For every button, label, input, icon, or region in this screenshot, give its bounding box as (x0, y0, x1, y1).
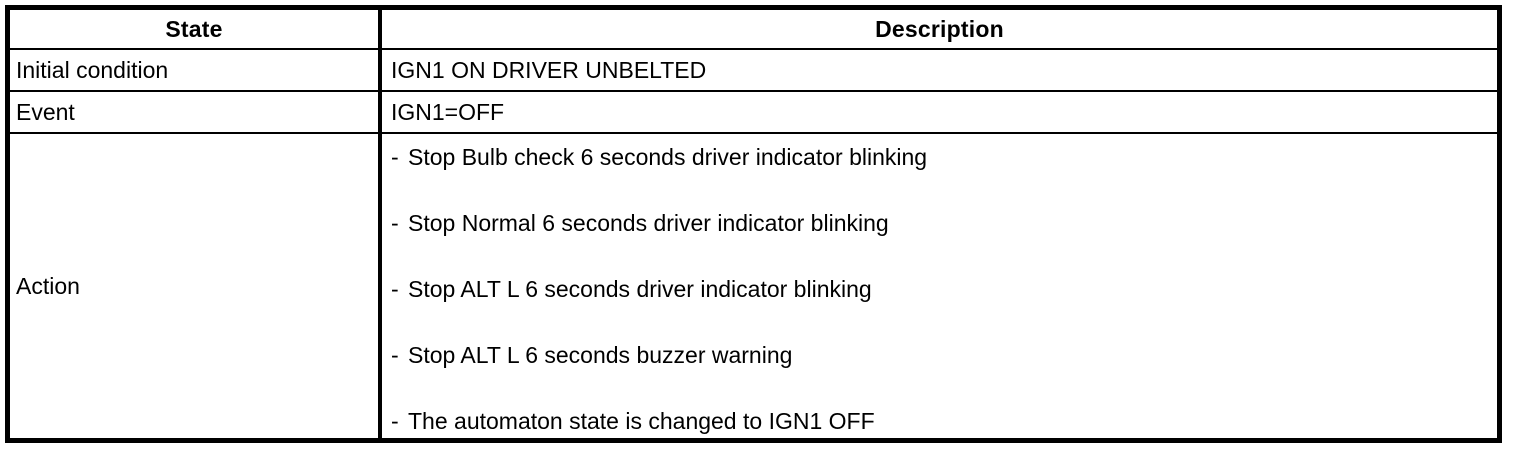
description-value: IGN1 ON DRIVER UNBELTED (391, 56, 707, 83)
list-item: - Stop Bulb check 6 seconds driver indic… (391, 146, 1497, 212)
bullet-dash-icon: - (391, 276, 399, 302)
list-item: - Stop ALT L 6 seconds driver indicator … (391, 278, 1497, 344)
list-item: - Stop Normal 6 seconds driver indicator… (391, 212, 1497, 278)
action-item-text: Stop Normal 6 seconds driver indicator b… (408, 210, 889, 236)
page-root: State Description Initial condition IGN1… (5, 5, 1502, 443)
header-cell-description: Description (382, 10, 1497, 48)
action-item-text: Stop ALT L 6 seconds buzzer warning (408, 342, 793, 368)
cell-description-action: - Stop Bulb check 6 seconds driver indic… (382, 134, 1497, 439)
cell-description-event: IGN1=OFF (382, 92, 1497, 132)
table-row: Initial condition IGN1 ON DRIVER UNBELTE… (10, 50, 1497, 92)
list-item: - The automaton state is changed to IGN1… (391, 410, 1497, 476)
state-label: Initial condition (16, 56, 169, 83)
bullet-dash-icon: - (391, 408, 399, 434)
description-value: IGN1=OFF (391, 98, 505, 125)
bullet-dash-icon: - (391, 342, 399, 368)
action-item-text: The automaton state is changed to IGN1 O… (408, 408, 875, 434)
bullet-dash-icon: - (391, 144, 399, 170)
list-item: - Stop ALT L 6 seconds buzzer warning (391, 344, 1497, 410)
table-row-action: Action - Stop Bulb check 6 seconds drive… (10, 134, 1497, 439)
cell-description-initial-condition: IGN1 ON DRIVER UNBELTED (382, 50, 1497, 90)
column-header-state: State (165, 15, 223, 42)
bullet-dash-icon: - (391, 210, 399, 236)
table-header-row: State Description (10, 10, 1497, 50)
table-row: Event IGN1=OFF (10, 92, 1497, 134)
cell-state-event: Event (10, 92, 382, 132)
cell-state-initial-condition: Initial condition (10, 50, 382, 90)
action-item-list: - Stop Bulb check 6 seconds driver indic… (382, 134, 1497, 476)
action-item-text: Stop ALT L 6 seconds driver indicator bl… (408, 276, 872, 302)
action-item-text: Stop Bulb check 6 seconds driver indicat… (408, 144, 928, 170)
cell-state-action: Action (10, 134, 382, 439)
state-description-table: State Description Initial condition IGN1… (5, 5, 1502, 443)
state-label: Event (16, 98, 75, 125)
state-label: Action (16, 273, 80, 300)
header-cell-state: State (10, 10, 382, 48)
column-header-description: Description (875, 15, 1004, 42)
